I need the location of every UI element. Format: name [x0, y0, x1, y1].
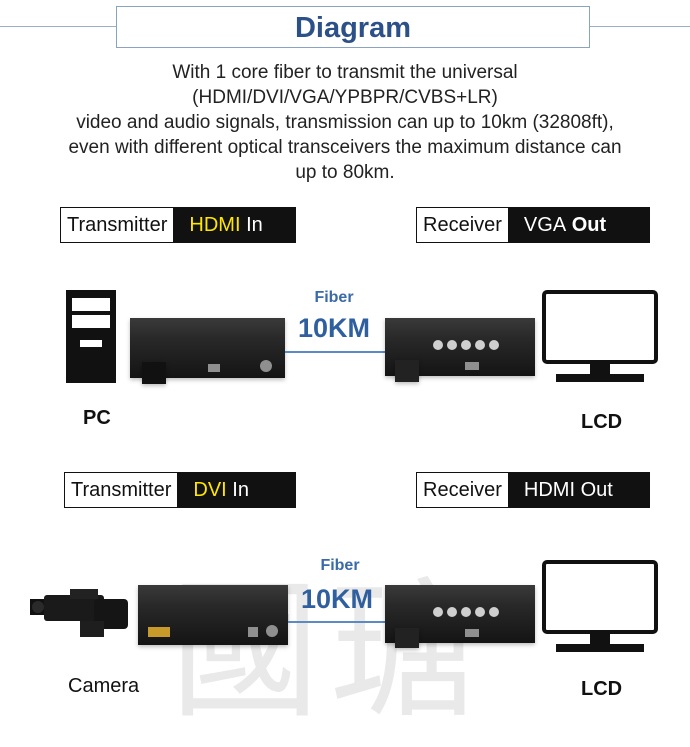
description-line-3: video and audio signals, transmission ca…: [76, 112, 614, 133]
transmitter-text: Transmitter: [67, 213, 168, 236]
description-line-5: up to 80km.: [295, 162, 395, 183]
lcd-monitor-icon: [542, 290, 658, 382]
transmitter-signal: DVI In: [177, 473, 295, 507]
fiber-line: [285, 351, 385, 353]
pc-tower-icon: [66, 290, 116, 383]
fiber-line: [288, 621, 385, 623]
fiber-label: Fiber: [314, 289, 354, 306]
hdmi-plug: [395, 628, 419, 648]
connector-plug: [142, 362, 166, 384]
receiver-device-1: [385, 318, 535, 376]
header-rule-right: [590, 26, 690, 27]
signal-type: HDMI Out: [523, 478, 613, 501]
source-caption-1: PC: [83, 407, 111, 429]
receiver-text: Receiver: [423, 478, 502, 501]
receiver-device-2: [385, 585, 535, 643]
fiber-distance: 10KM: [300, 584, 374, 614]
description-line-4: even with different optical transceivers…: [68, 137, 622, 158]
receiver-label-2: Receiver HDMI Out: [416, 472, 650, 508]
signal-direction: Out: [571, 213, 607, 236]
transmitter-label-1: Transmitter HDMI In: [60, 207, 296, 243]
description-line-1: With 1 core fiber to transmit the univer…: [172, 62, 518, 83]
signal-type: VGA: [523, 213, 567, 236]
signal-type: DVI: [193, 478, 227, 501]
signal-direction: In: [246, 213, 263, 236]
receiver-signal: HDMI Out: [507, 473, 649, 507]
display-caption-2: LCD: [581, 678, 623, 700]
transmitter-label-2: Transmitter DVI In: [64, 472, 296, 508]
signal-direction: In: [232, 478, 249, 501]
page-title: Diagram: [116, 6, 590, 48]
video-camera-icon: [30, 589, 128, 637]
transmitter-device-2: [138, 585, 288, 645]
receiver-label-1: Receiver VGA Out: [416, 207, 650, 243]
receiver-signal: VGA Out: [507, 208, 649, 242]
lcd-monitor-icon: [542, 560, 658, 652]
transmitter-text: Transmitter: [71, 478, 172, 501]
display-caption-1: LCD: [581, 411, 623, 433]
header-rule-left: [0, 26, 116, 27]
receiver-text: Receiver: [423, 213, 502, 236]
fiber-distance: 10KM: [297, 313, 371, 343]
signal-type: HDMI: [189, 213, 241, 236]
transmitter-signal: HDMI In: [173, 208, 295, 242]
description-line-2: (HDMI/DVI/VGA/YPBPR/CVBS+LR): [192, 87, 498, 108]
vga-plug: [395, 360, 419, 382]
fiber-label: Fiber: [320, 557, 360, 574]
source-caption-2: Camera: [68, 675, 140, 697]
